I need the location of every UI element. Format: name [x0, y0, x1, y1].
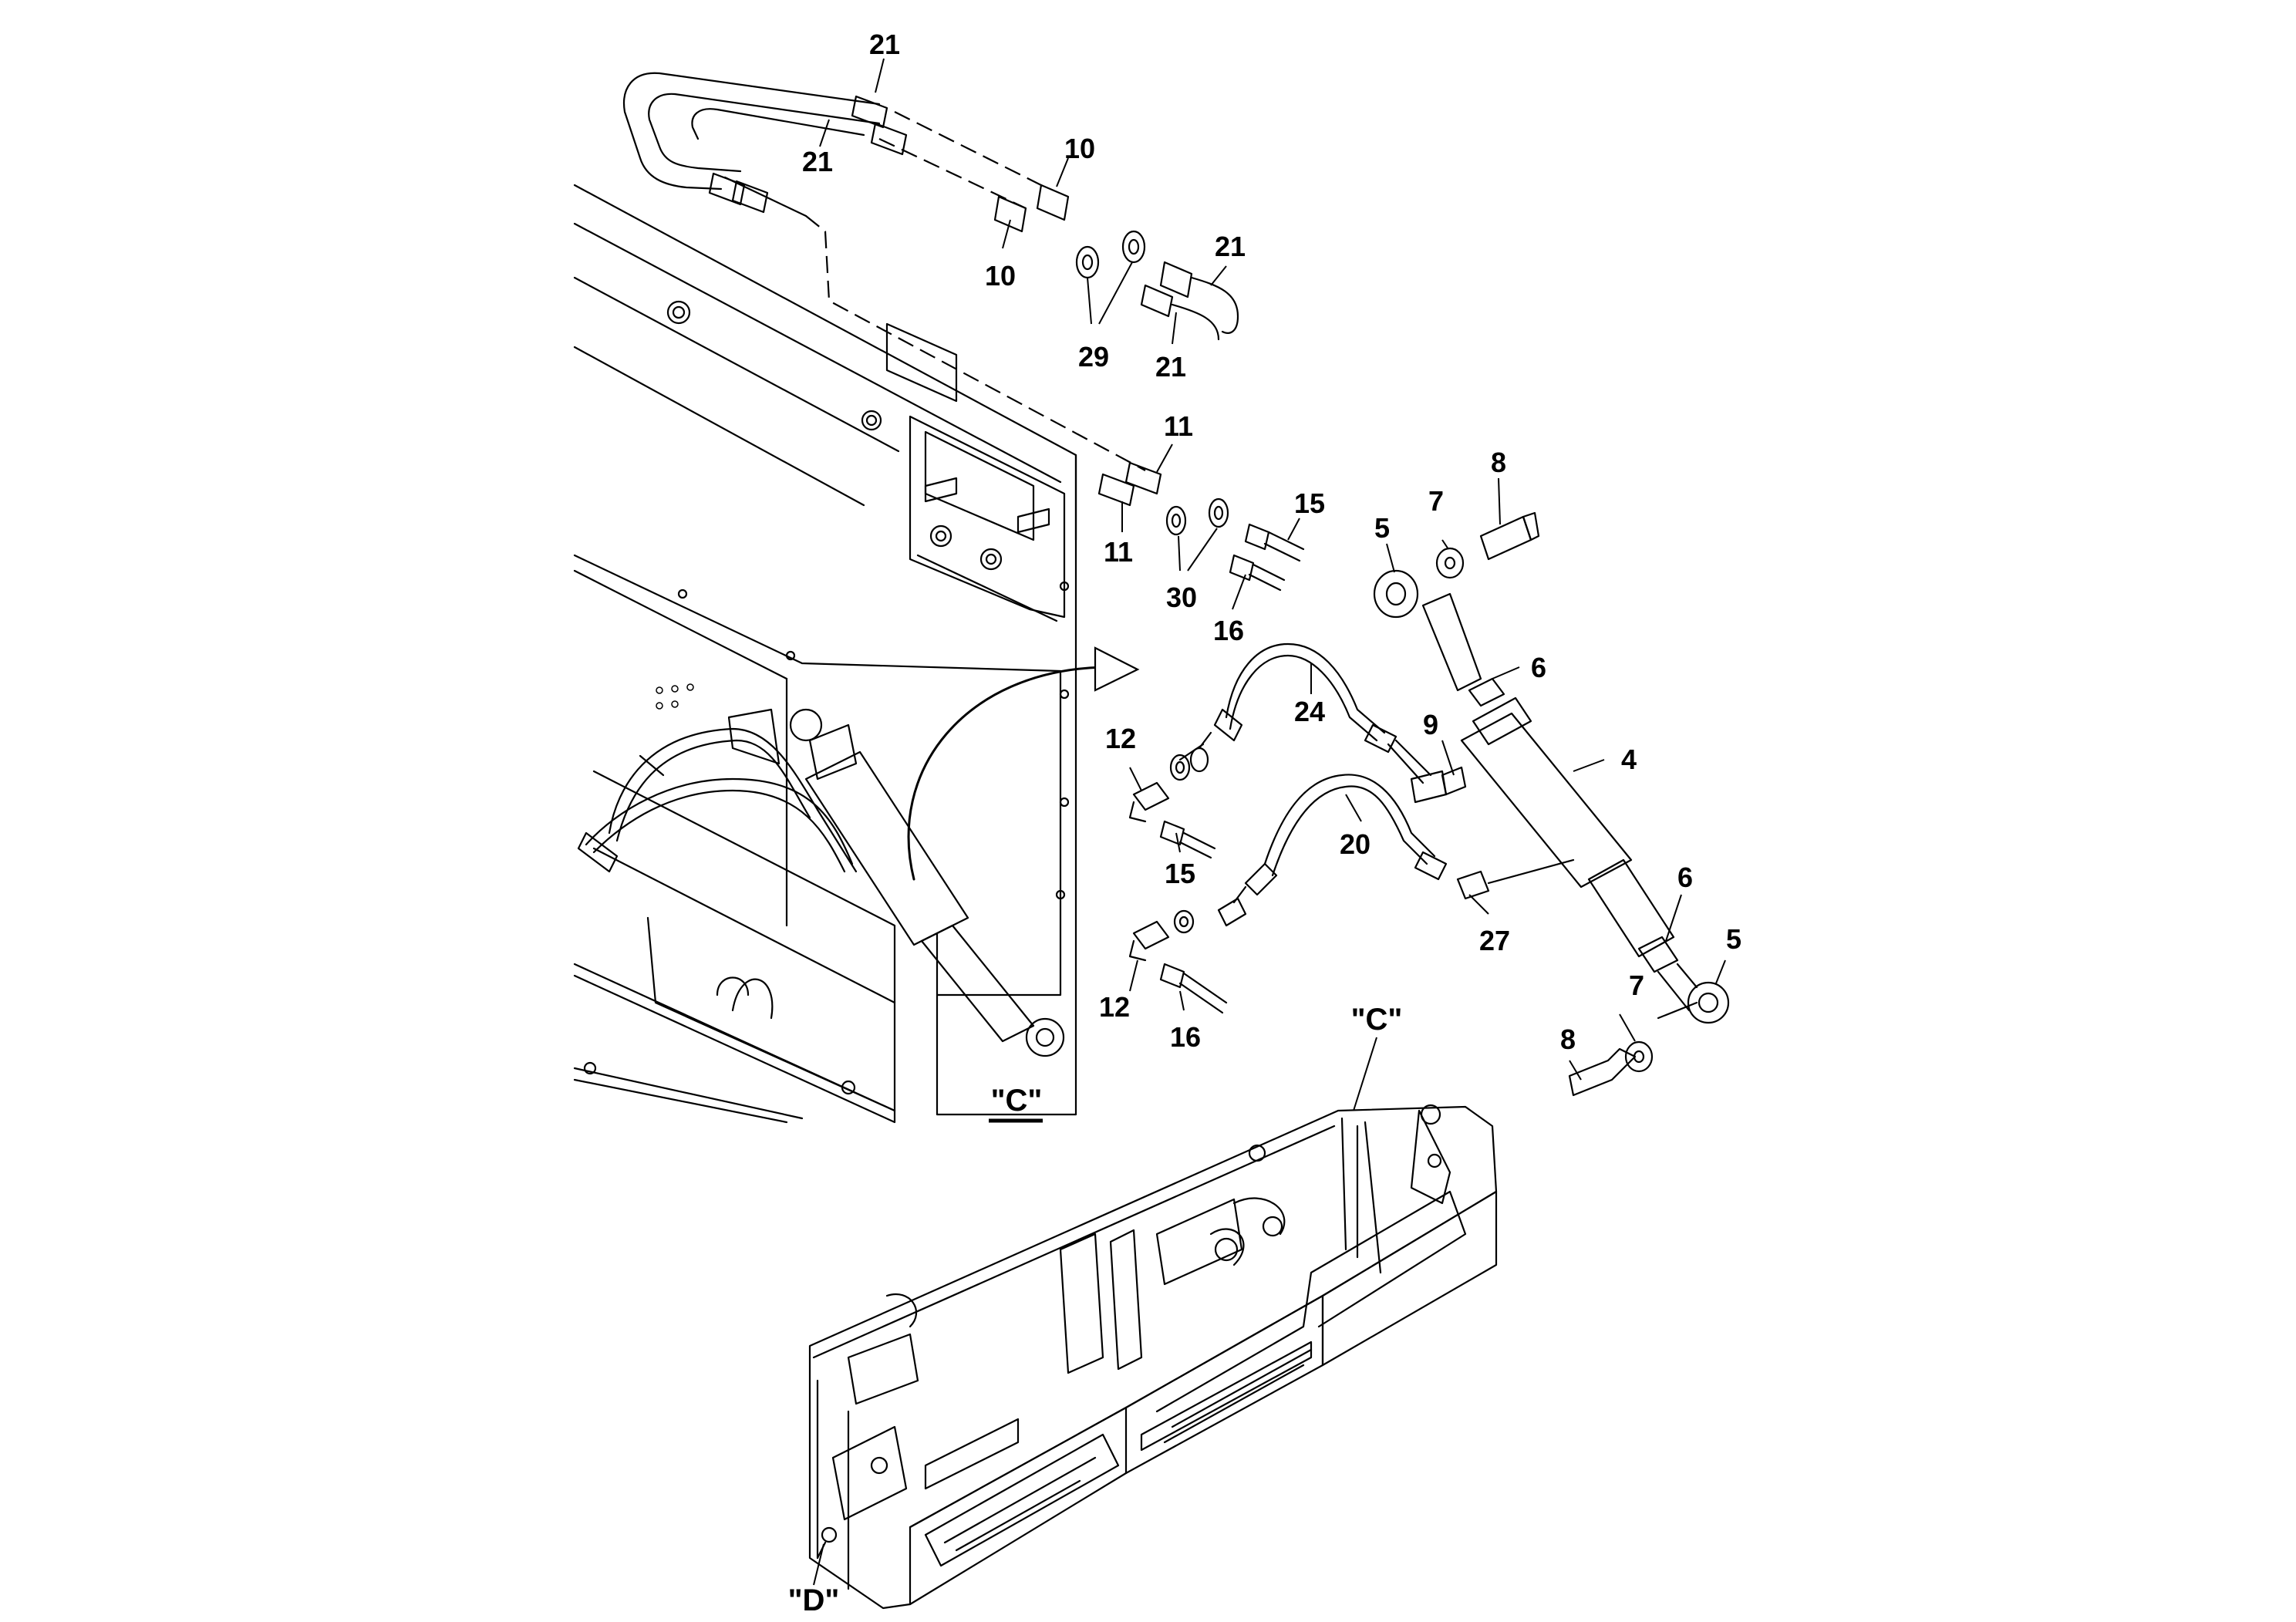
frame-hoses — [577, 727, 858, 873]
callout-15: 15 — [1294, 487, 1325, 519]
callout-16: 16 — [1213, 615, 1244, 646]
view-label-c-location: "C" — [1351, 1003, 1403, 1037]
callout-21: 21 — [802, 146, 833, 177]
view-label-d-location: "D" — [788, 1583, 840, 1617]
upper-tube-assembly — [623, 72, 1239, 471]
mounting-bracket — [885, 322, 1066, 622]
callout-8: 8 — [1491, 447, 1506, 478]
callout-8: 8 — [1560, 1023, 1576, 1055]
callout-12: 12 — [1105, 723, 1136, 754]
detail-arrow — [907, 646, 1140, 881]
frame-housing — [573, 184, 1077, 1124]
callout-9: 9 — [1423, 709, 1438, 740]
callout-5: 5 — [1374, 512, 1390, 544]
callout-29: 29 — [1078, 341, 1109, 373]
view-labels: "C" "C" "D" — [788, 1003, 1403, 1617]
callout-24: 24 — [1294, 696, 1325, 727]
callout-15: 15 — [1165, 858, 1195, 889]
callout-27: 27 — [1479, 925, 1510, 956]
leader-lines — [813, 58, 1726, 1586]
frame-cylinder — [727, 708, 1065, 1057]
callout-20: 20 — [1340, 828, 1371, 860]
callout-7: 7 — [1428, 485, 1444, 517]
callout-10: 10 — [1064, 133, 1095, 164]
callout-7: 7 — [1629, 969, 1644, 1001]
callout-4: 4 — [1621, 744, 1637, 775]
callout-21: 21 — [1155, 351, 1186, 383]
callout-21: 21 — [1215, 231, 1246, 262]
callout-21: 21 — [869, 29, 900, 60]
callout-16: 16 — [1170, 1021, 1201, 1053]
callout-11: 11 — [1164, 410, 1193, 442]
callout-10: 10 — [985, 260, 1016, 292]
middle-fittings — [1097, 461, 1305, 592]
callout-5: 5 — [1726, 923, 1741, 955]
callout-6: 6 — [1677, 862, 1693, 893]
callout-30: 30 — [1166, 582, 1197, 613]
callout-11: 11 — [1104, 536, 1133, 568]
callout-labels: 21 21 10 10 21 29 21 11 15 8 7 5 11 30 1… — [802, 29, 1741, 1055]
chassis-overview — [808, 1104, 1498, 1610]
view-label-c-detail: "C" — [991, 1084, 1043, 1118]
hydraulic-hoses — [1128, 642, 1575, 1014]
callout-6: 6 — [1531, 652, 1546, 683]
callout-12: 12 — [1099, 991, 1130, 1023]
hydraulic-cylinder-assembly — [1373, 511, 1730, 1097]
